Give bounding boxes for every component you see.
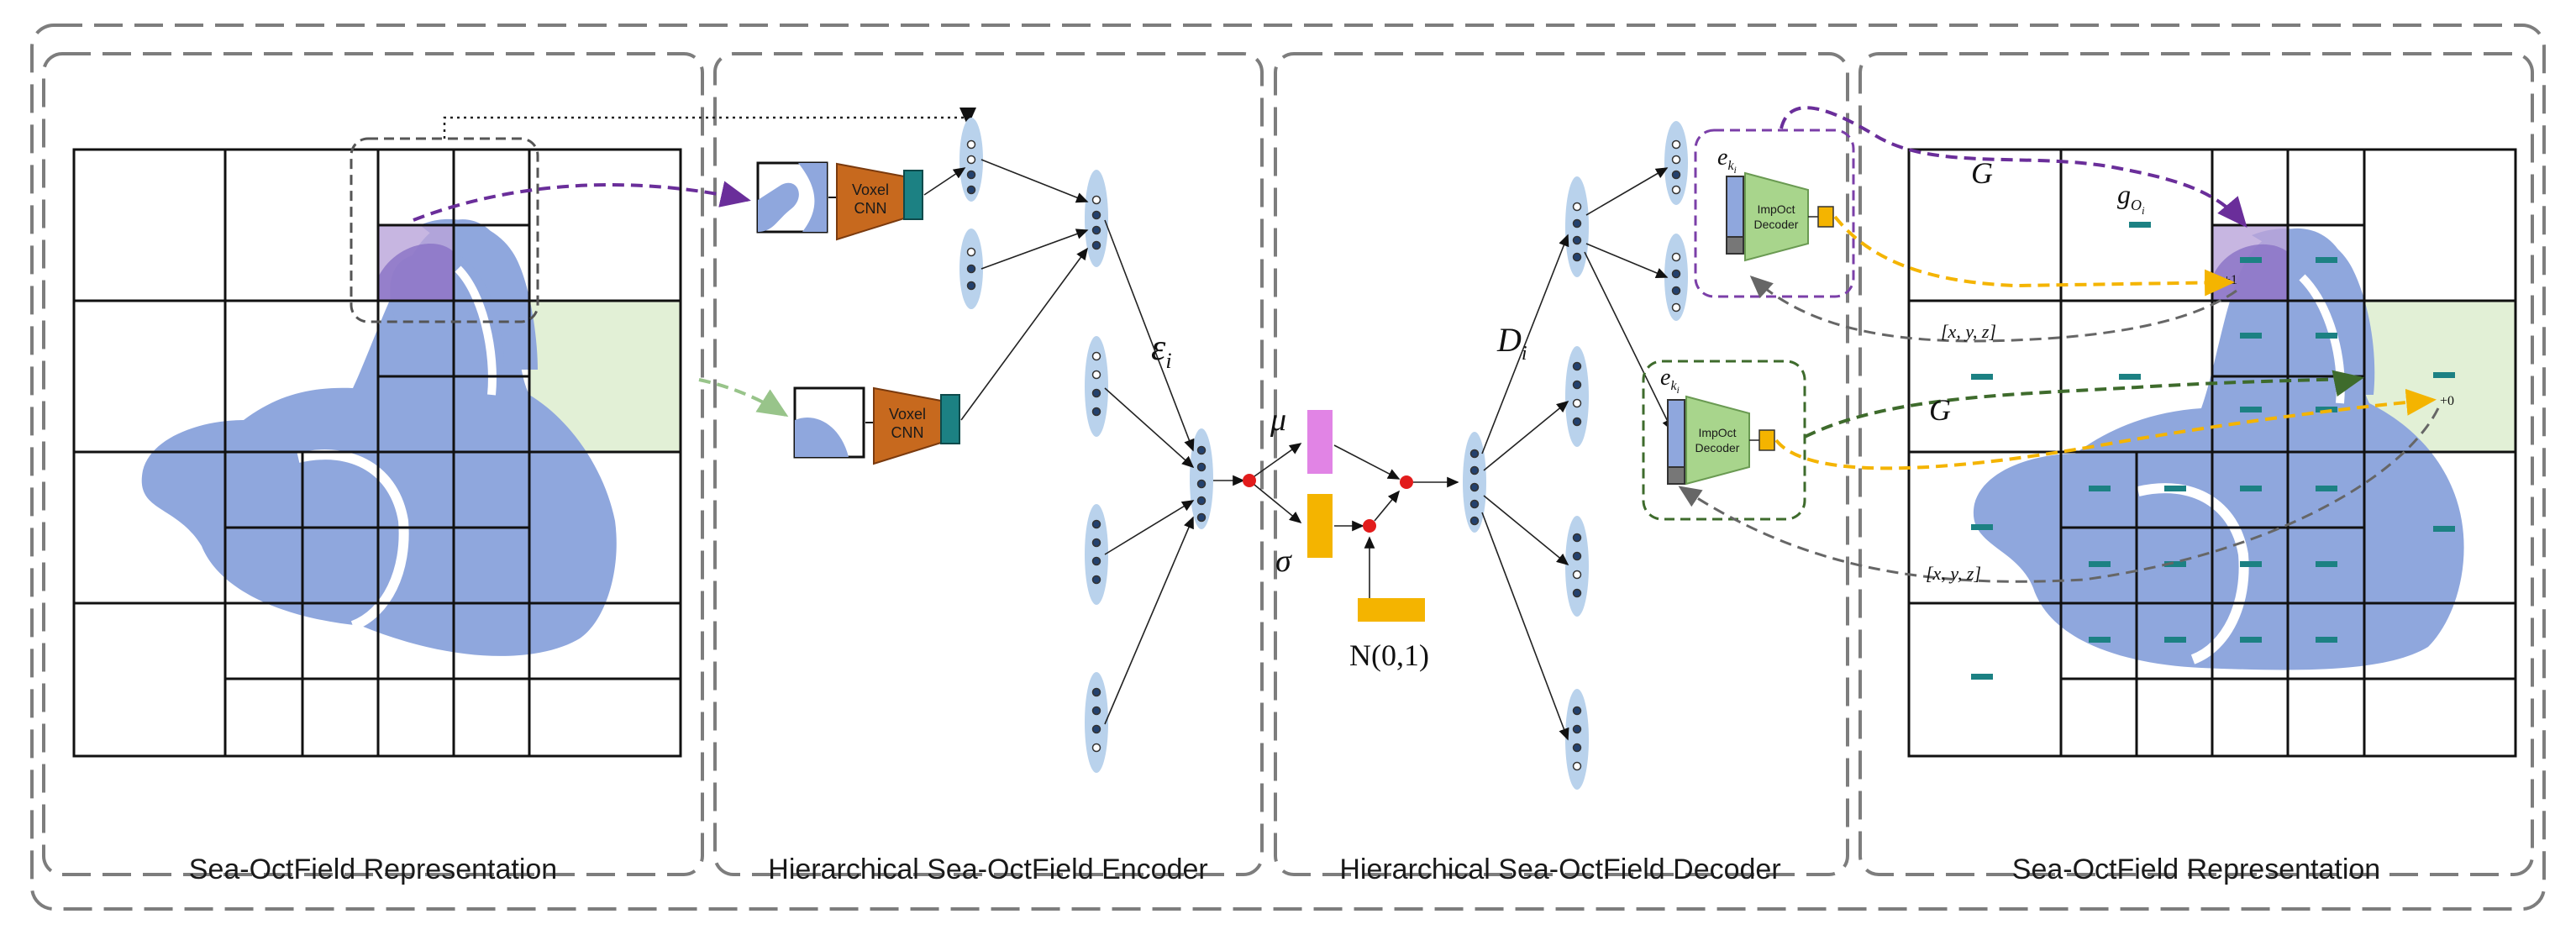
g-label-lower: G — [1929, 393, 1951, 427]
epsilon-label: εi — [1151, 327, 1172, 373]
green-arrow-left — [698, 378, 789, 418]
sigma-label: σ — [1275, 544, 1292, 579]
impoct-box-lower — [1642, 360, 1806, 521]
panel-right-frame — [1858, 52, 2534, 876]
mu-label: μ — [1270, 402, 1286, 438]
svg-text:Voxel: Voxel — [852, 181, 889, 198]
gray-xyz-lower — [1678, 407, 2440, 583]
g-label-upper: G — [1971, 156, 1993, 190]
svg-text:eki: eki — [1717, 144, 1737, 176]
panel-decoder-frame — [1274, 52, 1849, 876]
left-grid — [72, 137, 682, 758]
svg-text:ImpOct: ImpOct — [1757, 202, 1795, 216]
svg-text:eki: eki — [1660, 365, 1680, 396]
mu-block — [1307, 410, 1333, 474]
yellow-arrow-lower — [1774, 388, 2437, 470]
green-g-arrow — [1804, 370, 2364, 439]
decoder-connections — [1481, 167, 1673, 741]
outer-frame — [30, 24, 2546, 911]
mult-node — [1363, 519, 1376, 533]
right-grid: gOi +1 +0 — [1907, 148, 2517, 758]
cnn-feature-2 — [940, 394, 960, 444]
purple-arrow-left — [413, 181, 751, 222]
svg-text:CNN: CNN — [854, 200, 887, 217]
xyz-upper: [x, y, z] — [1941, 321, 1996, 342]
encoder-connections — [923, 159, 1195, 725]
voxel-cnn-1: Voxel CNN — [836, 162, 905, 241]
panel-encoder-frame — [713, 52, 1264, 876]
panel-title-right: Sea-OctField Representation — [2012, 854, 2380, 885]
dotted-arrow-top — [443, 108, 976, 139]
encoder-thumb-1 — [756, 161, 828, 234]
latent-section: μ σ N(0,1) — [1213, 402, 1459, 672]
panel-title-decoder: Hierarchical Sea-OctField Decoder — [1339, 854, 1780, 885]
sigma-block — [1307, 494, 1333, 558]
normal-label: N(0,1) — [1349, 638, 1429, 672]
impoct-decoder-upper: ImpOct Decoder eki — [1717, 144, 1834, 262]
impoct-box-upper — [1694, 129, 1855, 298]
plus-one-label: +1 — [2223, 273, 2237, 287]
svg-text:ImpOct: ImpOct — [1698, 426, 1736, 439]
split-node — [1243, 474, 1256, 487]
noise-block — [1358, 598, 1425, 622]
bunny-right — [1973, 228, 2464, 670]
panel-left-frame — [42, 52, 704, 876]
svg-text:Voxel: Voxel — [889, 406, 926, 423]
encoder-node-columns — [959, 118, 1213, 773]
svg-text:Decoder: Decoder — [1695, 441, 1740, 454]
gray-xyz-upper — [1749, 275, 2237, 343]
cnn-feature-1 — [903, 170, 923, 220]
panel-title-left: Sea-OctField Representation — [189, 854, 557, 885]
decoder-node-columns — [1463, 121, 1688, 790]
add-node — [1400, 475, 1413, 489]
highlight-box-left — [350, 137, 539, 323]
plus-zero-label: +0 — [2440, 394, 2454, 408]
voxel-cnn-2: Voxel CNN — [873, 386, 942, 465]
svg-text:CNN: CNN — [891, 424, 924, 441]
g-octant-label: gOi — [2117, 179, 2145, 217]
impoct-decoder-lower: ImpOct Decoder eki — [1660, 365, 1775, 486]
encoder-thumb-2 — [793, 386, 865, 459]
octant-code-markers — [1971, 222, 2455, 680]
panel-title-encoder: Hierarchical Sea-OctField Encoder — [768, 854, 1207, 885]
xyz-lower: [x, y, z] — [1926, 563, 1981, 584]
purple-g-arrow — [1780, 106, 2247, 228]
yellow-arrow-upper — [1833, 215, 2235, 297]
svg-text:Decoder: Decoder — [1754, 218, 1799, 231]
d-label: Di — [1496, 321, 1527, 365]
